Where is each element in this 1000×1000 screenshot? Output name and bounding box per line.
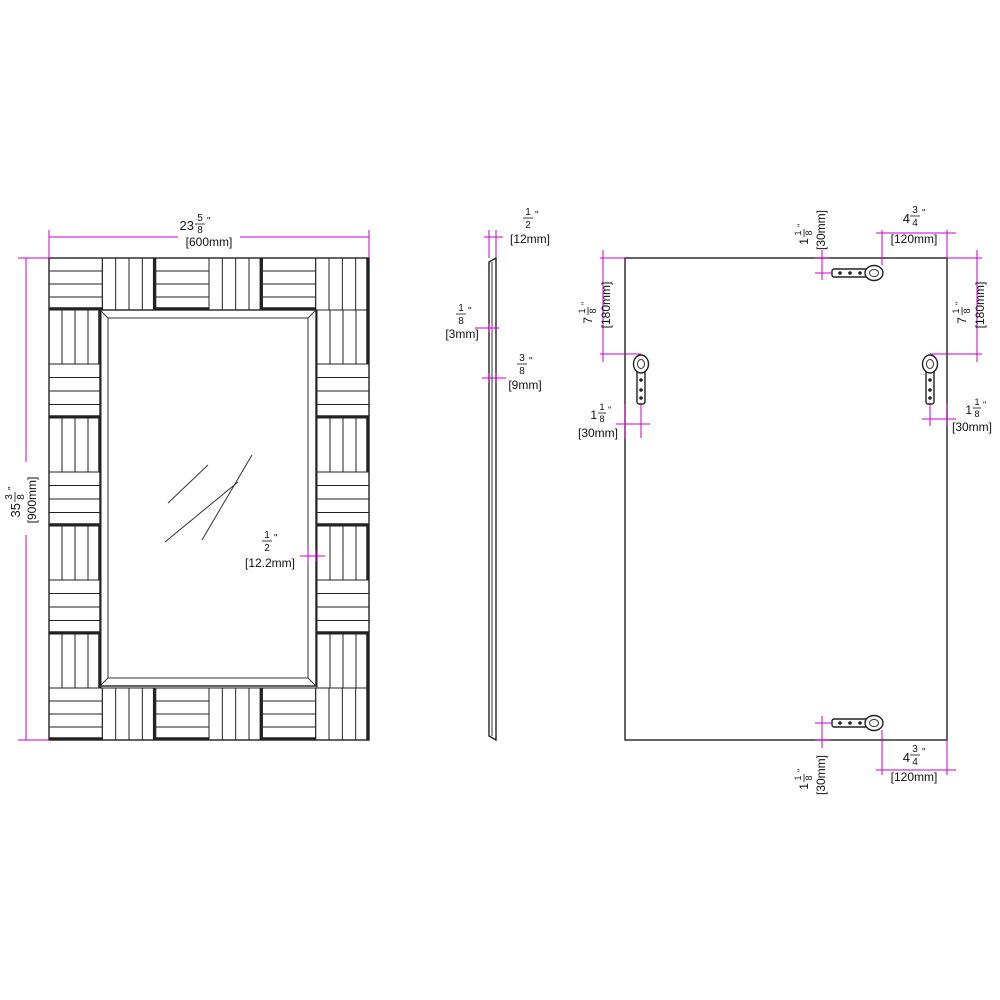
frame-weave-pattern	[48, 257, 370, 741]
width-inch-unit: "	[207, 216, 211, 227]
bevel-inch-unit: "	[274, 533, 278, 544]
bottom-hook-offset-unit: "	[796, 769, 806, 772]
height-dimension: 35 3 8 " [900mm]	[4, 257, 49, 741]
glass-inch-den: 8	[458, 316, 464, 327]
bevel-dimension: 1 2 " [12.2mm]	[245, 530, 325, 570]
side-view: 1 2 " [12mm] 1 8 " [3mm] 3 8 " [9mm]	[445, 207, 550, 742]
top-hook-offset-num: 1	[793, 230, 803, 235]
right-offset-inch-num: 1	[974, 397, 979, 407]
thickness-inch-num: 1	[525, 207, 531, 218]
bevel-inch-den: 2	[264, 543, 270, 554]
bevel-mm: [12.2mm]	[245, 556, 295, 570]
bottom-hanger-bracket	[831, 714, 884, 732]
bottom-right-inch-num: 3	[912, 744, 918, 755]
right-offset-inch-whole: 1	[965, 403, 972, 417]
left-offset-mm: [30mm]	[578, 426, 618, 440]
height-inch-den: 8	[16, 494, 27, 500]
top-hook-offset-dimension: 1 1 8 " [30mm]	[793, 210, 832, 280]
top-hook-offset-whole: 1	[797, 238, 811, 245]
width-mm: [600mm]	[186, 235, 233, 249]
right-top-inch-unit: "	[954, 302, 964, 305]
bottom-right-inch-unit: "	[922, 747, 926, 758]
glass-inch-num: 1	[458, 303, 464, 314]
back-panel	[624, 257, 948, 741]
width-inch-num: 5	[197, 213, 203, 224]
width-inch-whole: 23	[180, 218, 194, 233]
height-mm: [900mm]	[25, 477, 39, 524]
right-offset-inch-den: 8	[974, 409, 979, 419]
backing-inch-num: 3	[519, 353, 525, 364]
right-hook-from-top-dimension: 7 1 8 " [180mm]	[930, 250, 987, 362]
left-top-mm: [180mm]	[599, 282, 613, 329]
bottom-hook-from-right-dimension: 4 3 4 " [120mm]	[876, 730, 956, 784]
top-right-inch-den: 4	[912, 218, 918, 229]
bottom-hook-offset-whole: 1	[797, 783, 811, 790]
width-inch-den: 8	[197, 225, 203, 236]
backing-inch-unit: "	[529, 356, 533, 367]
right-top-inch-whole: 7	[955, 317, 969, 324]
right-top-inch-num: 1	[951, 308, 961, 313]
left-top-inch-num: 1	[577, 308, 587, 313]
bottom-right-inch-whole: 4	[903, 750, 910, 765]
backing-mm: [9mm]	[508, 378, 541, 392]
left-hanger-bracket	[632, 354, 650, 405]
top-right-inch-whole: 4	[903, 211, 910, 226]
glass-mm: [3mm]	[445, 327, 478, 341]
mirror-glass-inner	[107, 317, 309, 679]
side-profile	[488, 256, 497, 742]
bottom-hook-offset-num: 1	[793, 775, 803, 780]
top-hook-offset-mm: [30mm]	[814, 210, 828, 250]
top-hook-offset-unit: "	[796, 224, 806, 227]
top-right-inch-num: 3	[912, 205, 918, 216]
right-hook-offset-dimension: 1 1 8 " [30mm]	[922, 397, 992, 434]
left-hook-offset-dimension: 1 1 8 " [30mm]	[578, 402, 650, 440]
glass-reflection-marks	[164, 454, 253, 543]
right-hanger-bracket	[921, 354, 939, 405]
backing-thickness-dimension: 3 8 " [9mm]	[482, 353, 542, 392]
top-hook-from-right-dimension: 4 3 4 " [120mm]	[876, 205, 956, 265]
bottom-hook-offset-den: 8	[804, 775, 814, 780]
left-offset-inch-whole: 1	[590, 408, 597, 422]
glass-inch-unit: "	[468, 306, 472, 317]
right-offset-inch-unit: "	[983, 400, 986, 410]
left-top-inch-whole: 7	[581, 317, 595, 324]
bevel-inch-num: 1	[264, 530, 270, 541]
top-hanger-bracket	[831, 264, 884, 282]
top-right-mm: [120mm]	[891, 232, 938, 246]
thickness-inch-den: 2	[525, 220, 531, 231]
bottom-hook-offset-mm: [30mm]	[814, 755, 828, 795]
height-inch-num: 3	[4, 494, 15, 500]
bottom-right-mm: [120mm]	[891, 770, 938, 784]
front-view: 23 5 8 " [600mm] 35 3 8 " [900mm]	[4, 213, 370, 741]
bottom-right-inch-den: 4	[912, 757, 918, 768]
backing-inch-den: 8	[519, 366, 525, 377]
thickness-mm: [12mm]	[510, 232, 550, 246]
left-offset-inch-num: 1	[599, 402, 604, 412]
left-offset-inch-unit: "	[608, 405, 611, 415]
left-hook-from-top-dimension: 7 1 8 " [180mm]	[577, 250, 641, 362]
height-inch-whole: 35	[8, 503, 23, 517]
mirror-glass-outer	[99, 309, 317, 687]
top-right-inch-unit: "	[922, 208, 926, 219]
left-top-inch-unit: "	[580, 302, 590, 305]
thickness-inch-unit: "	[535, 210, 539, 221]
right-offset-mm: [30mm]	[952, 420, 992, 434]
back-view: 1 1 8 " [30mm] 4 3 4 " [120mm]	[577, 205, 992, 795]
width-dimension: 23 5 8 " [600mm]	[48, 213, 370, 258]
glass-thickness-dimension: 1 8 " [3mm]	[445, 303, 499, 341]
top-hook-offset-den: 8	[804, 230, 814, 235]
thickness-dimension: 1 2 " [12mm]	[484, 207, 550, 258]
left-offset-inch-den: 8	[599, 414, 604, 424]
right-top-mm: [180mm]	[973, 282, 987, 329]
bottom-hook-offset-dimension: 1 1 8 " [30mm]	[793, 716, 832, 795]
left-top-inch-den: 8	[588, 308, 598, 313]
right-top-inch-den: 8	[962, 308, 972, 313]
height-inch-unit: "	[7, 486, 18, 490]
